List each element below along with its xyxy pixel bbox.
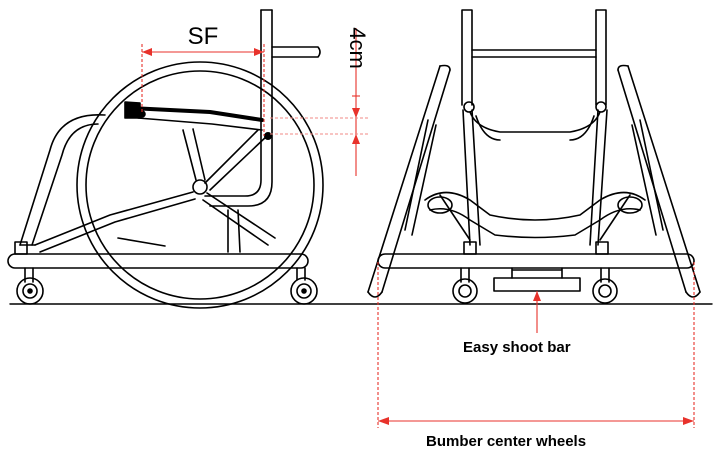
footrest: [424, 191, 646, 221]
height-label: 4cm: [345, 27, 370, 69]
backrest-post: [204, 9, 262, 197]
easy-shoot-bar-label: Easy shoot bar: [463, 339, 571, 356]
sf-label: SF: [188, 23, 219, 50]
easy-shoot-bar: [493, 277, 581, 292]
side-bumper: [7, 253, 309, 269]
front-dimensions: [377, 262, 695, 428]
right-wheel: [617, 65, 701, 293]
seat-sling: [469, 111, 601, 133]
front-caster-right: [592, 278, 618, 304]
push-handle: [271, 46, 321, 58]
left-wheel: [367, 65, 451, 293]
front-bumper: [377, 253, 695, 269]
side-dimensions: [141, 28, 368, 176]
front-caster-left: [452, 278, 478, 304]
front-caster: [16, 277, 44, 305]
bumper-center-wheels-label: Bumber center wheels: [426, 433, 587, 450]
front-frame: [19, 114, 106, 246]
rear-wheel-rim: [85, 70, 315, 300]
side-view: [7, 9, 713, 309]
rear-caster: [290, 277, 318, 305]
seat-rail: [128, 106, 264, 122]
front-view: [367, 9, 701, 304]
rear-wheel-outer: [76, 61, 324, 309]
wheel-hub: [192, 179, 208, 195]
